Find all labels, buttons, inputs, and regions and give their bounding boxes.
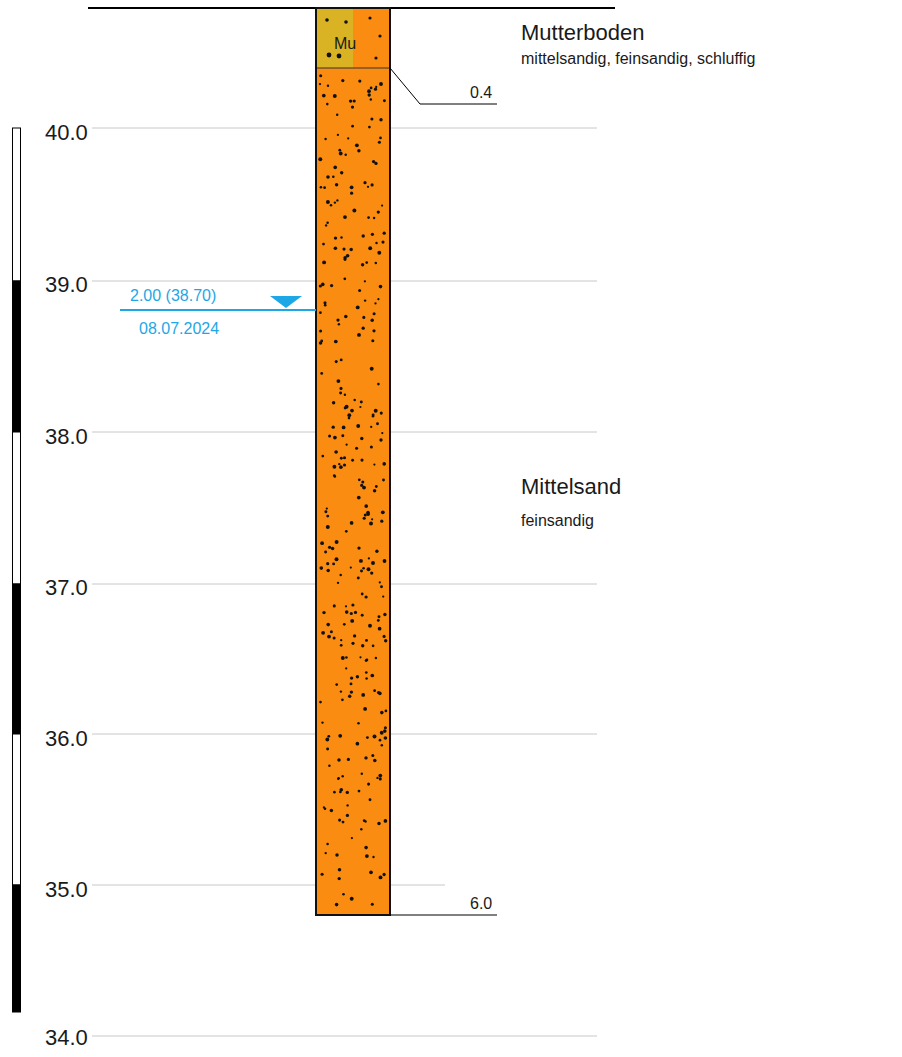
layer-boundary: [316, 68, 390, 69]
water-level-date: 08.07.2024: [139, 320, 219, 338]
elevation-tick: 39.0: [45, 272, 88, 297]
elevation-tick: 35.0: [45, 877, 88, 902]
elevation-tick: 34.0: [45, 1025, 88, 1050]
column-outline: [316, 8, 390, 915]
elevation-tick: 37.0: [45, 575, 88, 600]
elevation-tick: 36.0: [45, 726, 88, 751]
layer-name: Mittelsand: [521, 474, 621, 499]
depth-leader: [390, 915, 497, 916]
sand-dots: [318, 16, 387, 906]
layer-description: feinsandig: [521, 512, 594, 530]
water-level-symbol: [270, 296, 302, 308]
layer-description: mittelsandig, feinsandig, schluffig: [521, 50, 756, 68]
depth-leader: [390, 68, 497, 104]
scale-bar: [13, 128, 21, 1012]
elevation-tick: 38.0: [45, 424, 88, 449]
depth-value: 0.4: [470, 84, 492, 102]
water-level-value: 2.00 (38.70): [130, 287, 216, 305]
elevation-tick: 40.0: [45, 120, 88, 145]
soil-layer: Mu: [316, 8, 390, 68]
layer-name: Mutterboden: [521, 20, 645, 45]
layer-code: Mu: [334, 35, 356, 53]
depth-value: 6.0: [470, 895, 492, 913]
water-level-line: [120, 309, 316, 311]
sand-layer: [316, 8, 390, 915]
